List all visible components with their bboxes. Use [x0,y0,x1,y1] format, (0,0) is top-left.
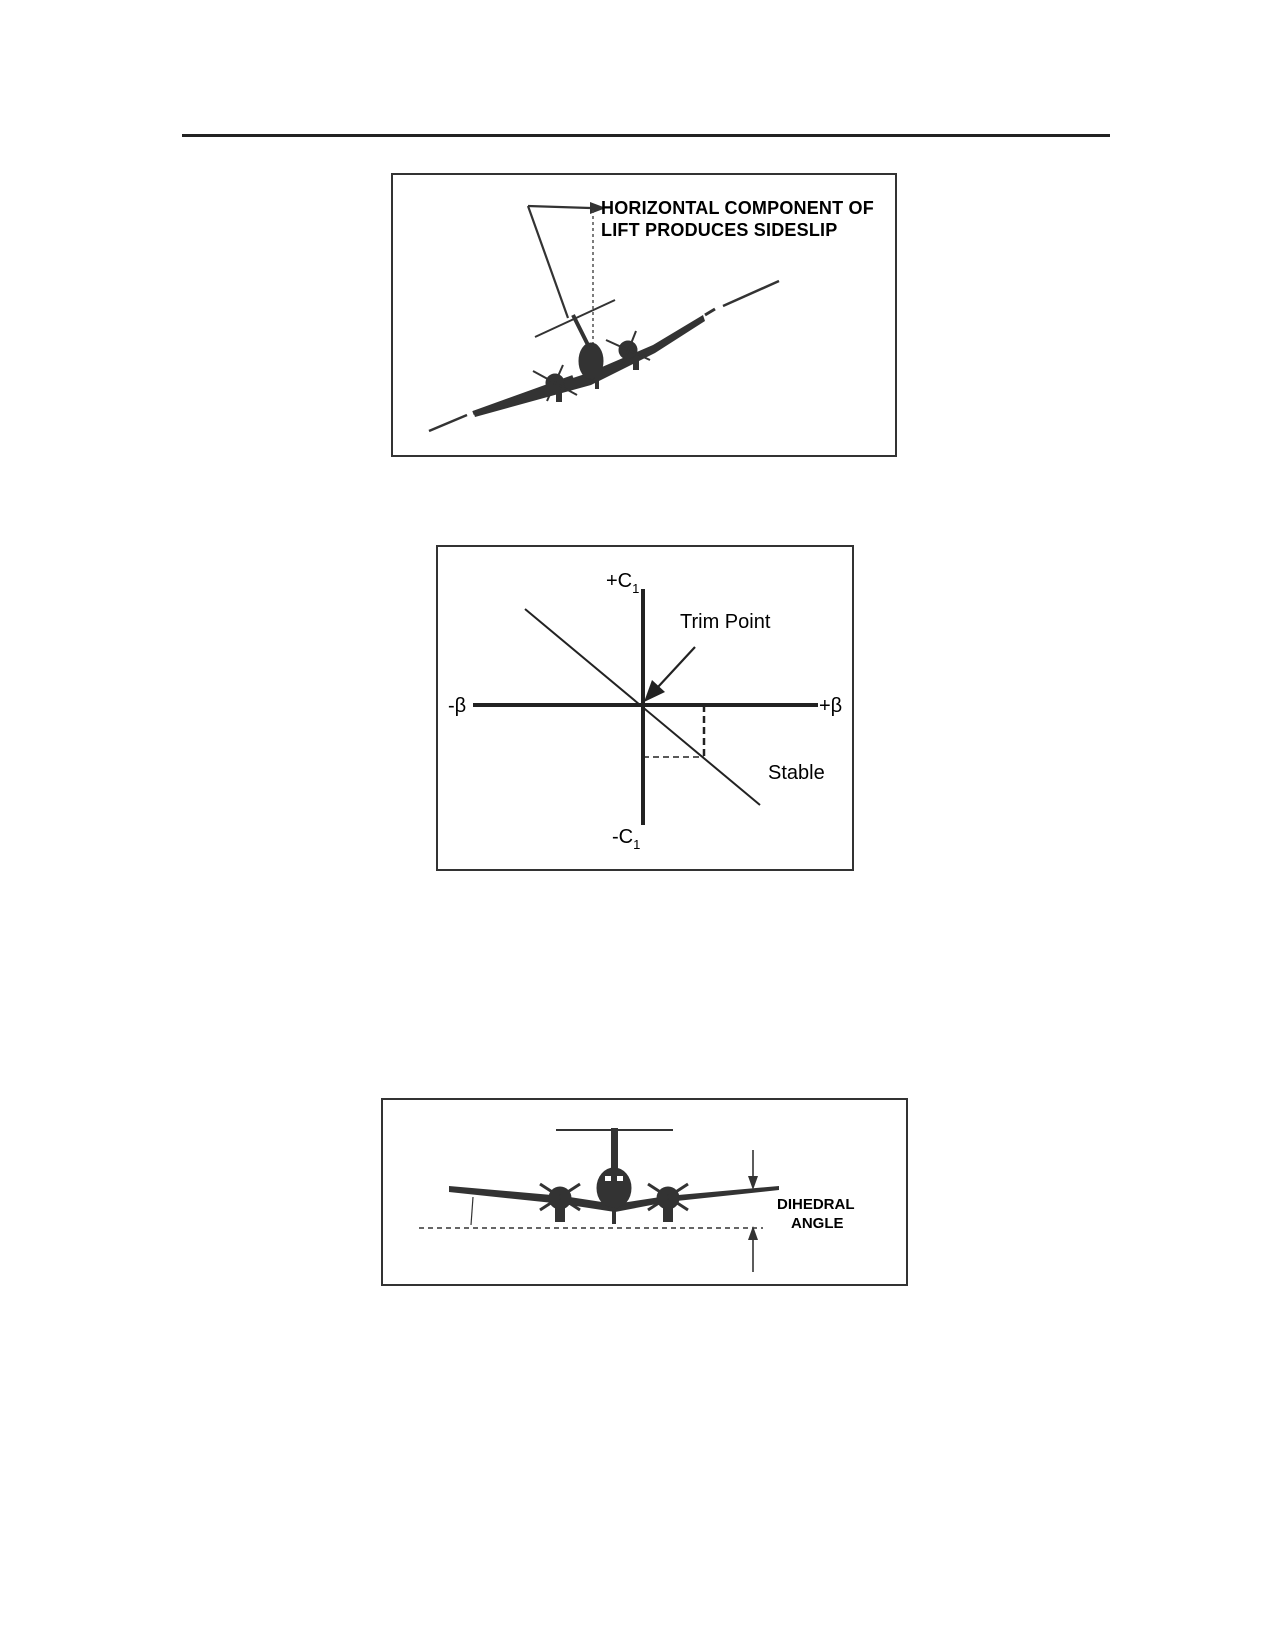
trim-point-arrowhead [644,680,665,702]
front-view-aircraft-silhouette [449,1128,779,1226]
dihedral-label-line-2: ANGLE [791,1215,844,1232]
annotation-line-2: LIFT PRODUCES SIDESLIP [601,220,837,240]
roll-moment-vs-sideslip-figure: +C1 -C1 -β +β Trim Point Stable [436,545,854,871]
cl-positive-label: +C1 [606,570,639,596]
dihedral-label-line-1: DIHEDRAL [777,1196,855,1213]
upper-dimension-arrowhead [748,1176,758,1190]
roll-moment-diagram: +C1 -C1 -β +β Trim Point Stable [448,570,842,852]
sideslip-figure: HORIZONTAL COMPONENT OF LIFT PRODUCES SI… [391,173,897,457]
trim-point-label: Trim Point [680,611,771,633]
sideslip-diagram: HORIZONTAL COMPONENT OF LIFT PRODUCES SI… [428,198,874,433]
stable-label: Stable [768,762,825,784]
cl-negative-label: -C1 [612,826,640,852]
dihedral-diagram: DIHEDRAL ANGLE [419,1128,855,1272]
horizontal-component-line [527,204,591,210]
horizontal-component-arrowhead [590,202,606,214]
lower-dimension-arrowhead [748,1226,758,1240]
annotation-line-1: HORIZONTAL COMPONENT OF [601,198,874,218]
lift-vector-line [526,205,570,319]
trim-point-arrow-line [657,646,696,688]
page-header-rule [182,134,1110,137]
beta-negative-label: -β [448,695,466,717]
beta-positive-label: +β [819,695,842,717]
banked-aircraft-silhouette [428,279,780,433]
stable-line [524,608,761,806]
dihedral-angle-figure: DIHEDRAL ANGLE [381,1098,908,1286]
